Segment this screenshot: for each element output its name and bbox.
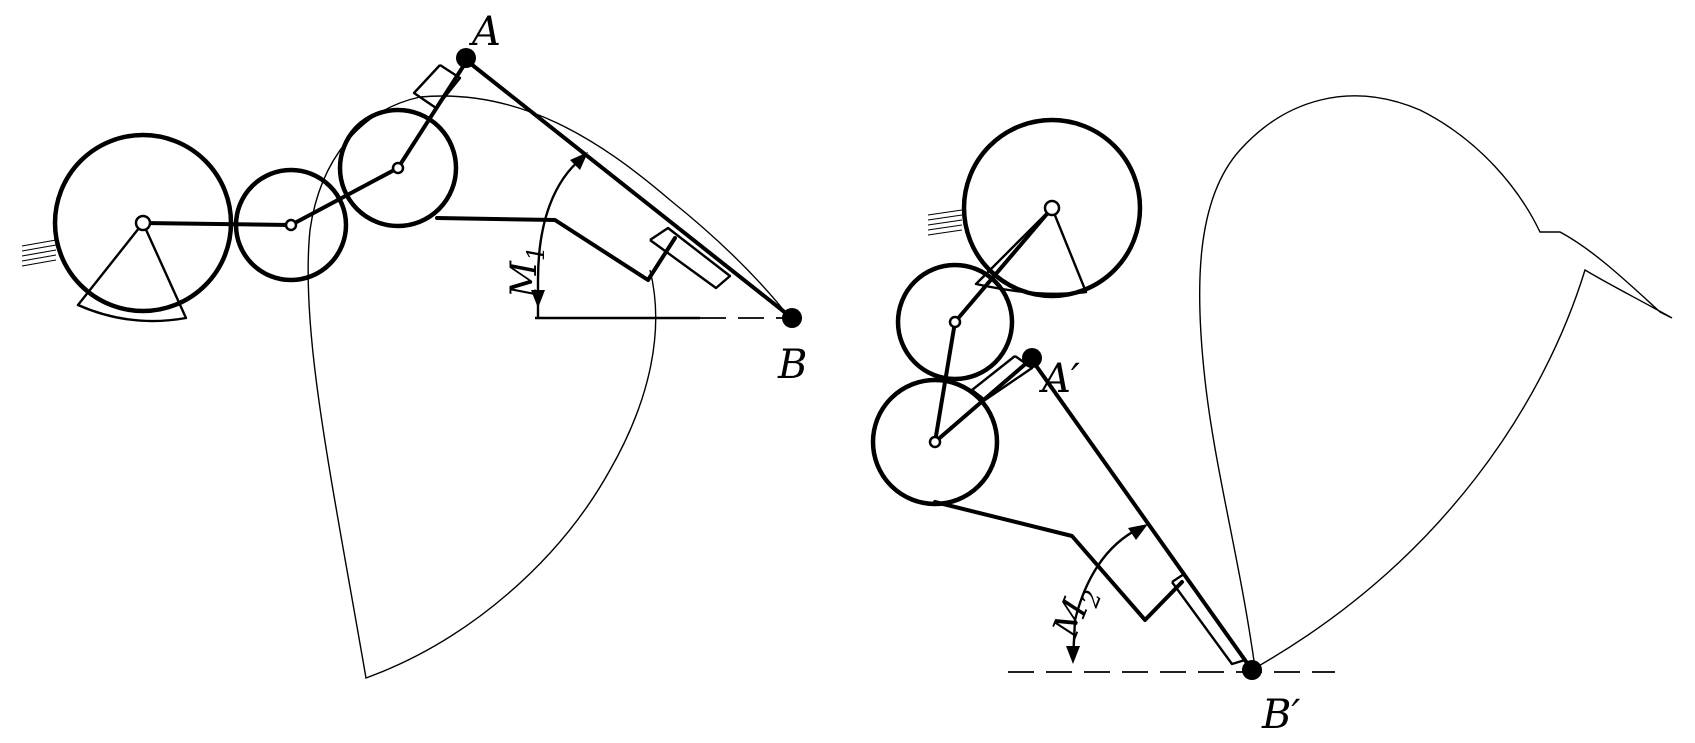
right-base-wheel (961, 117, 1143, 299)
right-point-b-marker (1242, 660, 1262, 680)
right-ground-hatch (927, 209, 963, 236)
left-ground-hatch (21, 239, 57, 267)
right-moment-arrowhead-bottom (1066, 646, 1080, 664)
left-hub-2 (284, 218, 298, 232)
right-point-a-marker (1022, 348, 1042, 368)
right-hub-base (1043, 199, 1061, 217)
left-tool-element (649, 226, 732, 290)
left-label-a: A (468, 9, 501, 55)
right-moment-arc (1071, 526, 1141, 661)
left-configuration: A B M1 (21, 9, 808, 679)
left-link-ab (464, 58, 794, 320)
right-label-a-prime: A′ (1038, 356, 1080, 402)
right-label-b-prime: B′ (1261, 692, 1300, 738)
left-lower-link (435, 216, 677, 282)
left-bracket-a (412, 63, 462, 110)
left-point-b-marker (782, 308, 802, 328)
left-workspace-boundary (307, 95, 791, 679)
right-bracket-a (970, 355, 1034, 402)
right-tool-element (1171, 572, 1247, 666)
right-hub-3 (928, 435, 942, 449)
right-moment-arrowhead-top (1128, 524, 1148, 540)
left-label-m1: M1 (504, 246, 550, 299)
right-wheel-2 (895, 262, 1015, 382)
right-configuration: A′ B′ M2 (870, 95, 1673, 738)
left-moment-arc (536, 157, 583, 318)
right-hub-2 (948, 315, 962, 329)
left-hub-3 (391, 161, 405, 175)
left-moment-arrowhead-bottom (531, 290, 545, 308)
left-base-sector (76, 221, 188, 323)
left-label-m1-main: M (504, 260, 545, 299)
left-label-b: B (777, 342, 807, 388)
left-moment-arrowhead-top (570, 152, 588, 170)
right-workspace-boundary (1198, 95, 1673, 669)
right-base-sector (974, 206, 1088, 295)
left-hub-base (134, 214, 152, 232)
left-point-a-marker (456, 48, 476, 68)
left-label-m1-sub: 1 (522, 246, 550, 261)
left-arm-chain (141, 60, 468, 227)
left-wheel-3 (337, 107, 459, 229)
right-arm-chain (933, 206, 1054, 444)
right-lower-link (933, 500, 1184, 622)
right-label-m2: M2 (1045, 580, 1108, 647)
